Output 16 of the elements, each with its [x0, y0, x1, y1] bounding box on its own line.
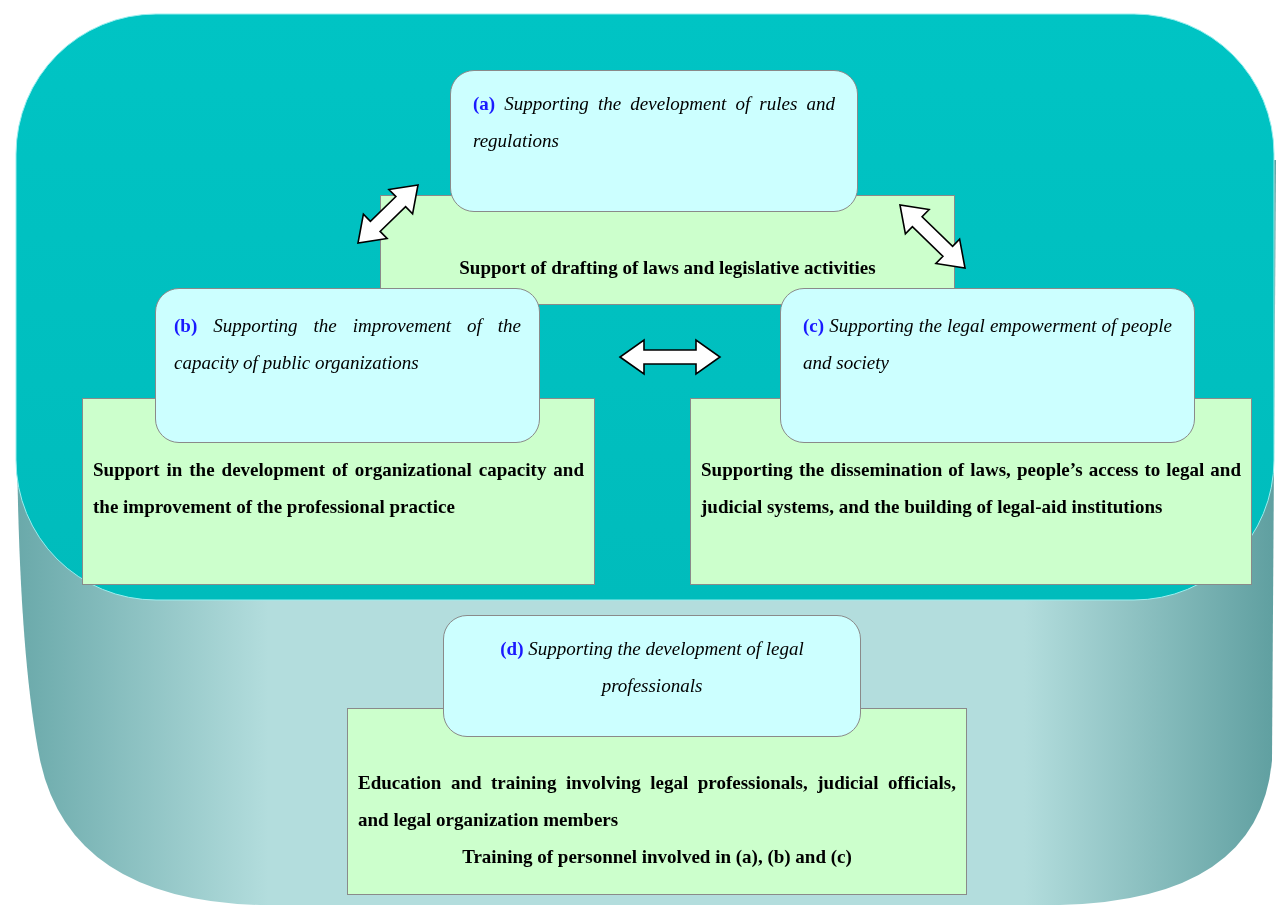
description-text: Support of drafting of laws and legislative activities [458, 256, 877, 280]
double-arrow [357, 184, 419, 244]
double-arrow [618, 338, 722, 376]
heading-text: (c) Supporting the legal empowerment of people and society [803, 314, 1172, 375]
heading-text: (d) Supporting the development of legal professionals [499, 637, 805, 698]
description-text: Support in the development of organizational capacity and the improvement of the professional practice [93, 458, 584, 519]
heading-box [155, 288, 540, 443]
description-text: Education and training involving legal professionals, judicial officials, and legal organization members [358, 771, 956, 832]
heading-box [780, 288, 1195, 443]
description-text: Supporting the dissemination of laws, people’s access to legal and judicial systems, and the building of legal-aid institutions [701, 458, 1241, 519]
heading-box [443, 615, 861, 737]
heading-box [450, 70, 858, 212]
description-text: Training of personnel involved in (a), (b) and (c) [461, 845, 853, 869]
heading-text: (b) Supporting the improvement of the capacity of public organizations [174, 314, 521, 375]
heading-text: (a) Supporting the development of rules and regulations [473, 92, 835, 153]
double-arrow [899, 204, 966, 269]
